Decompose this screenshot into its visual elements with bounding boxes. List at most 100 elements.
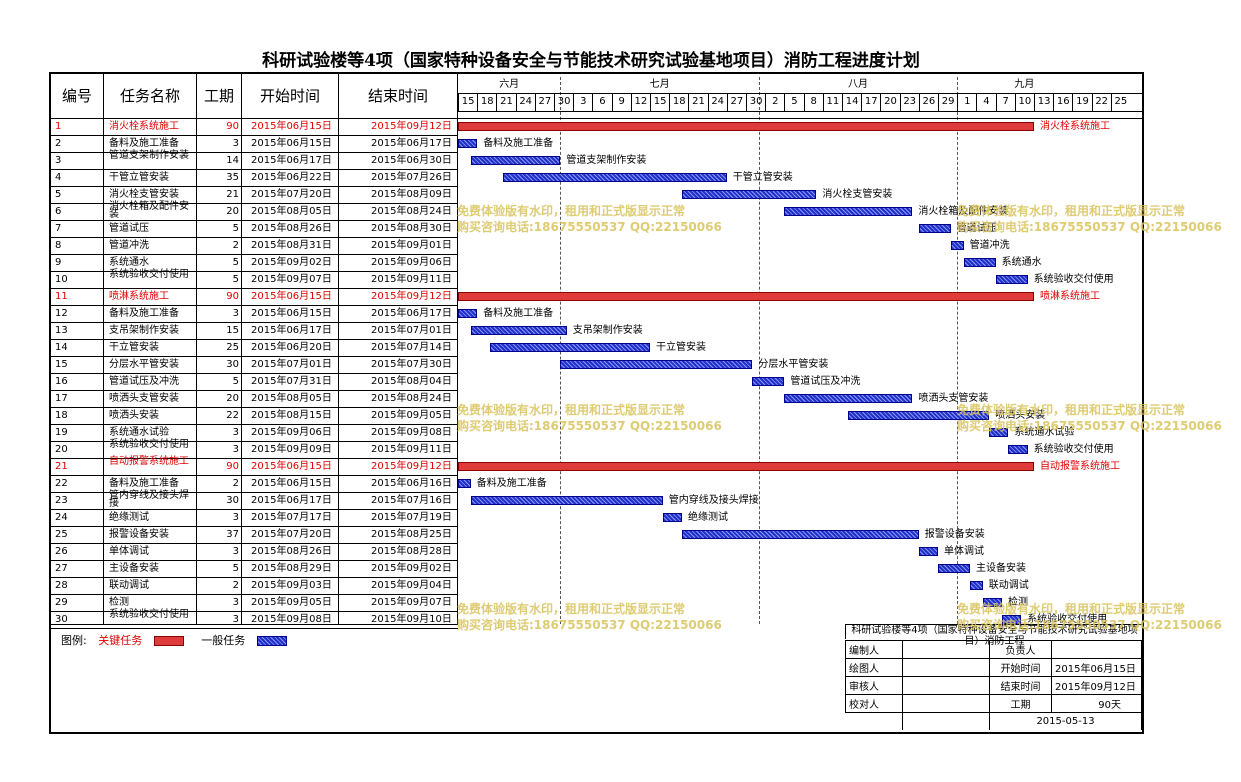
day-label: 26 — [918, 93, 938, 111]
task-no: 3 — [55, 155, 62, 166]
task-end: 2015年08月30日 — [371, 223, 452, 234]
legend-normal-swatch — [256, 636, 287, 646]
task-name: 系统验收交付使用 — [109, 269, 189, 280]
task-duration: 90 — [226, 291, 239, 302]
info-end: 2015年09月12日 — [1051, 676, 1142, 695]
task-end: 2015年08月28日 — [371, 546, 452, 557]
task-bar — [470, 326, 567, 335]
task-bar — [662, 513, 682, 522]
task-no: 19 — [55, 427, 68, 438]
task-name: 管道试压及冲洗 — [109, 376, 179, 387]
day-divider — [458, 111, 1142, 112]
task-bar — [1002, 615, 1022, 624]
month-gridline — [759, 77, 760, 624]
info-duration-label: 工期 — [989, 694, 1052, 713]
day-label: 16 — [1053, 93, 1072, 111]
task-bar-label: 系统验收交付使用 — [1033, 274, 1114, 285]
task-bar-label: 管道试压 — [956, 223, 997, 234]
column-divider — [241, 74, 242, 624]
task-bar-label: 分层水平管安装 — [758, 359, 829, 370]
task-bar — [458, 479, 471, 488]
month-gridline — [957, 77, 958, 624]
task-bar — [784, 394, 913, 403]
task-end: 2015年08月24日 — [371, 393, 452, 404]
task-name: 联动调试 — [109, 580, 149, 591]
task-bar-label: 绝缘测试 — [688, 512, 728, 523]
task-bar — [989, 428, 1009, 437]
task-bar-label: 喷淋系统施工 — [1040, 291, 1100, 302]
task-name: 系统验收交付使用 — [109, 609, 189, 620]
task-bar — [458, 309, 478, 318]
task-bar-label: 干管立管安装 — [732, 172, 793, 183]
task-duration: 30 — [226, 359, 239, 370]
task-duration: 21 — [226, 189, 239, 200]
task-start: 2015年07月20日 — [251, 189, 332, 200]
task-duration: 37 — [226, 529, 239, 540]
task-start: 2015年06月20日 — [251, 342, 332, 353]
task-name: 主设备安装 — [109, 563, 159, 574]
task-bar-label: 联动调试 — [988, 580, 1029, 591]
task-no: 16 — [55, 376, 68, 387]
task-bar-label: 自动报警系统施工 — [1040, 461, 1120, 472]
task-no: 1 — [55, 121, 62, 132]
task-bar-label: 备料及施工准备 — [483, 138, 554, 149]
row-divider — [51, 169, 458, 170]
task-duration: 3 — [232, 597, 239, 608]
task-bar-label: 系统验收交付使用 — [1027, 614, 1108, 625]
row-divider — [51, 390, 458, 391]
task-bar-label: 消火栓箱及配件安装 — [918, 206, 1009, 217]
legend: 图例: 关键任务 一般任务 — [61, 634, 287, 648]
watermark-line1: 免费体验版有水印，租用和正式版显示正常 — [957, 204, 1186, 218]
task-bar-label: 喷洒头支管安装 — [918, 393, 989, 404]
task-bar — [490, 343, 650, 352]
task-no: 8 — [55, 240, 62, 251]
day-label: 2 — [765, 93, 784, 111]
task-bar — [982, 598, 1002, 607]
row-divider — [51, 492, 458, 493]
task-bar-label: 支吊架制作安装 — [572, 325, 643, 336]
task-duration: 3 — [232, 308, 239, 319]
task-bar-label: 系统验收交付使用 — [1033, 444, 1114, 455]
task-duration: 2 — [232, 580, 239, 591]
task-no: 17 — [55, 393, 68, 404]
task-duration: 3 — [232, 614, 239, 625]
task-start: 2015年08月26日 — [251, 223, 332, 234]
task-start: 2015年09月03日 — [251, 580, 332, 591]
row-divider — [51, 152, 458, 153]
task-end: 2015年09月08日 — [371, 427, 452, 438]
task-name: 单体调试 — [109, 546, 149, 557]
task-name: 备料及施工准备 — [109, 478, 179, 489]
task-no: 2 — [55, 138, 62, 149]
task-no: 29 — [55, 597, 68, 608]
task-name: 消火栓支管安装 — [109, 189, 179, 200]
day-label: 15 — [458, 93, 477, 111]
row-divider — [51, 475, 458, 476]
task-name: 喷淋系统施工 — [109, 291, 169, 302]
legend-critical-label: 关键任务 — [98, 634, 143, 647]
legend-label: 图例: — [61, 634, 87, 647]
watermark-line2: 购买咨询电话:18675550537 QQ:22150066 — [457, 618, 722, 632]
day-label: 24 — [515, 93, 535, 111]
task-no: 12 — [55, 308, 68, 319]
task-end: 2015年07月16日 — [371, 495, 452, 506]
watermark: 免费体验版有水印，租用和正式版显示正常购买咨询电话:18675550537 QQ… — [457, 402, 722, 434]
col-header-start: 开始时间 — [259, 87, 320, 105]
task-duration: 5 — [232, 563, 239, 574]
task-name: 喷洒头安装 — [109, 410, 159, 421]
task-end: 2015年09月10日 — [371, 614, 452, 625]
task-end: 2015年08月24日 — [371, 206, 452, 217]
task-end: 2015年09月07日 — [371, 597, 452, 608]
task-start: 2015年08月31日 — [251, 240, 332, 251]
task-start: 2015年08月05日 — [251, 393, 332, 404]
task-bar-label: 喷洒头安装 — [995, 410, 1046, 421]
row-divider — [51, 203, 458, 204]
day-label: 13 — [1034, 93, 1053, 111]
watermark-line1: 免费体验版有水印，租用和正式版显示正常 — [457, 403, 686, 417]
month-divider — [458, 93, 1142, 94]
watermark-line2: 购买咨询电话:18675550537 QQ:22150066 — [957, 220, 1222, 234]
month-label: 七月 — [649, 79, 670, 90]
day-label: 21 — [688, 93, 707, 111]
task-duration: 25 — [226, 342, 239, 353]
task-start: 2015年06月15日 — [251, 478, 332, 489]
task-bar-label: 管道支架制作安装 — [566, 155, 647, 166]
